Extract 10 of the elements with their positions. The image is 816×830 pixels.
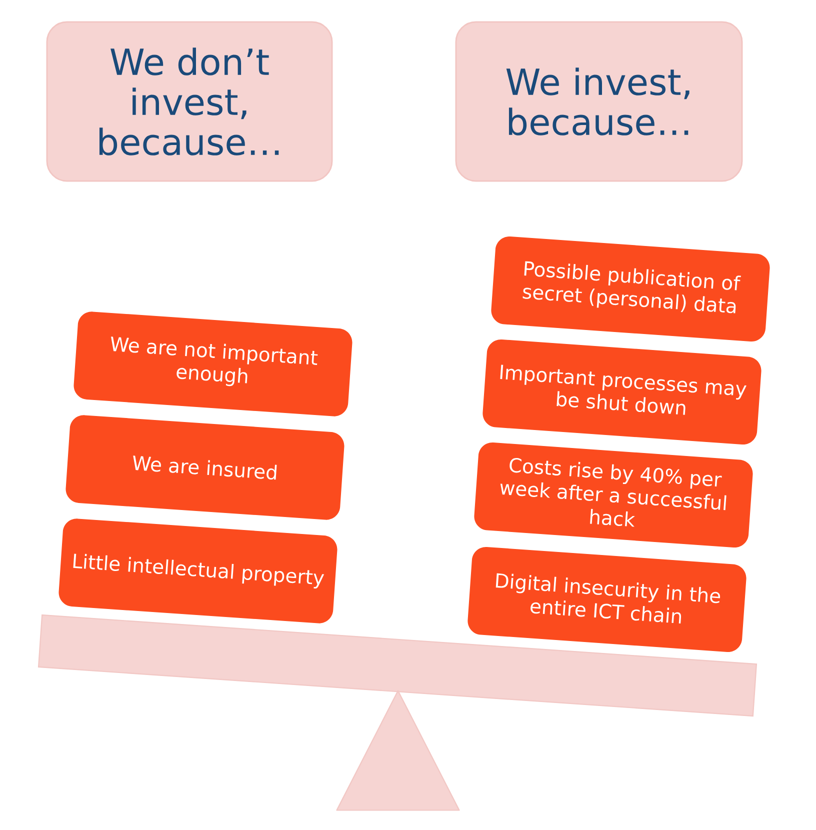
reason-box: We are insured (66, 415, 344, 520)
reason-box: Digital insecurity in the entire ICT chain (468, 546, 746, 652)
reason-box: Important processes may be shut down (482, 339, 762, 444)
fulcrum-triangle (336, 690, 460, 811)
reason-box: Possible publication of secret (personal) data (491, 236, 770, 342)
reason-box: Costs rise by 40% per week after a successful hack (474, 442, 753, 548)
heading-box: We invest, because… (455, 21, 743, 182)
reason-box: We are not important enough (74, 312, 352, 416)
reason-box: Little intellectual property (58, 518, 338, 624)
heading-box: We don’t invest, because… (46, 21, 333, 182)
